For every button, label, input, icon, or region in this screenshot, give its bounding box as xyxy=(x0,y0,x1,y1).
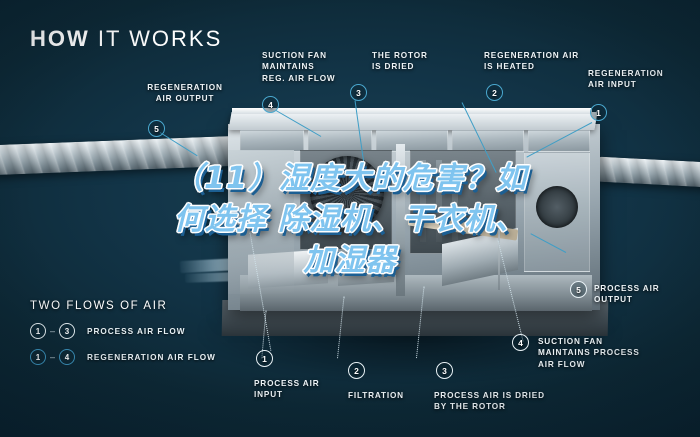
title-bold-part: HOW xyxy=(30,26,90,51)
marker-number: 4 xyxy=(268,99,273,110)
legend-title: TWO FLOWS OF AIR xyxy=(30,300,168,312)
chinese-overlay-text: （11）湿度大的危害？如 何选择 除湿机、干衣机、 加湿器 xyxy=(0,158,700,281)
callout-line: IS DRIED xyxy=(372,62,415,72)
callout-suction-fan-process: SUCTION FAN MAINTAINS PROCESS AIR FLOW xyxy=(538,336,698,370)
callout-regeneration-air-input: REGENERATION AIR INPUT xyxy=(588,68,698,91)
overlay-line-1: （11）湿度大的危害？如 xyxy=(173,161,527,196)
legend-marker-number: 1 xyxy=(35,352,41,362)
legend-marker-to: 3 xyxy=(59,323,76,339)
top-panel-3 xyxy=(376,130,448,152)
marker-3-process-dried[interactable]: 3 xyxy=(436,362,453,379)
marker-number: 2 xyxy=(492,87,497,98)
callout-line: BY THE ROTOR xyxy=(434,402,506,412)
legend-label: PROCESS AIR FLOW xyxy=(87,326,186,336)
callout-line: MAINTAINS PROCESS xyxy=(538,348,640,358)
marker-5-process-output[interactable]: 5 xyxy=(570,281,587,298)
marker-1-process-input[interactable]: 1 xyxy=(256,350,273,367)
top-panel-5 xyxy=(528,130,590,152)
callout-line: SUCTION FAN xyxy=(538,337,603,346)
callout-regeneration-air-output: REGENERATION AIR OUTPUT xyxy=(120,82,250,105)
callout-filtration: FILTRATION xyxy=(348,390,448,401)
marker-number: 3 xyxy=(442,365,447,376)
callout-line: REG. AIR FLOW xyxy=(262,73,336,83)
legend-marker-number: 1 xyxy=(35,326,41,336)
legend-marker-number: 3 xyxy=(64,326,70,336)
marker-2-regeneration-heated[interactable]: 2 xyxy=(486,84,503,101)
marker-5-regeneration-output[interactable]: 5 xyxy=(148,120,165,137)
callout-line: AIR INPUT xyxy=(588,80,637,90)
legend-marker-from: 1 xyxy=(30,349,46,365)
overlay-line-3: 加湿器 xyxy=(303,243,397,278)
marker-number: 5 xyxy=(154,123,159,134)
callout-rotor-is-dried: THE ROTOR IS DRIED xyxy=(372,50,482,73)
legend-marker-from: 1 xyxy=(30,323,46,339)
callout-line: REGENERATION xyxy=(588,69,664,78)
legend: TWO FLOWS OF AIR 1 – 3 PROCESS AIR FLOW … xyxy=(30,300,216,375)
marker-number: 3 xyxy=(356,87,361,98)
callout-line: FILTRATION xyxy=(348,391,404,400)
legend-dash: – xyxy=(50,352,56,362)
legend-marker-to: 4 xyxy=(59,349,76,365)
callout-line: OUTPUT xyxy=(594,295,633,305)
callout-line: PROCESS AIR xyxy=(254,379,320,388)
title-light-part: IT WORKS xyxy=(97,26,223,51)
top-panel-4 xyxy=(452,130,524,152)
callout-line: AIR FLOW xyxy=(538,359,586,369)
callout-suction-fan-regeneration: SUCTION FAN MAINTAINS REG. AIR FLOW xyxy=(262,50,382,84)
marker-3-rotor-dried[interactable]: 3 xyxy=(350,84,367,101)
callout-process-air-input: PROCESS AIR INPUT xyxy=(254,378,354,401)
marker-number: 4 xyxy=(518,337,523,348)
marker-number: 1 xyxy=(596,107,601,118)
overlay-line-2: 何选择 除湿机、干衣机、 xyxy=(173,202,527,237)
callout-line: PROCESS AIR xyxy=(594,284,660,293)
callout-process-air-dried: PROCESS AIR IS DRIED BY THE ROTOR xyxy=(434,390,614,413)
top-panel-1 xyxy=(240,130,304,152)
callout-line: MAINTAINS xyxy=(262,62,315,72)
marker-number: 2 xyxy=(354,365,359,376)
legend-row-regeneration-air: 1 – 4 REGENERATION AIR FLOW xyxy=(30,349,216,365)
legend-marker-number: 4 xyxy=(64,352,70,362)
callout-line: INPUT xyxy=(254,390,283,400)
legend-dash: – xyxy=(50,326,56,336)
callout-line: PROCESS AIR IS DRIED xyxy=(434,391,545,400)
callout-line: REGENERATION xyxy=(147,83,223,92)
marker-number: 1 xyxy=(262,353,267,364)
callout-line: AIR OUTPUT xyxy=(155,94,215,104)
callout-line: REGENERATION AIR xyxy=(484,51,580,60)
marker-4-suction-fan-process[interactable]: 4 xyxy=(512,334,529,351)
machine-top-edge xyxy=(232,108,592,114)
marker-number: 5 xyxy=(576,284,581,295)
legend-row-process-air: 1 – 3 PROCESS AIR FLOW xyxy=(30,323,216,339)
marker-4-suction-fan-regeneration[interactable]: 4 xyxy=(262,96,279,113)
legend-label: REGENERATION AIR FLOW xyxy=(87,352,216,362)
marker-1-regeneration-input[interactable]: 1 xyxy=(590,104,607,121)
marker-2-filtration[interactable]: 2 xyxy=(348,362,365,379)
callout-line: SUCTION FAN xyxy=(262,51,327,60)
page-title: HOW IT WORKS xyxy=(30,26,222,52)
callout-line: THE ROTOR xyxy=(372,51,428,60)
callout-process-air-output: PROCESS AIR OUTPUT xyxy=(594,283,698,306)
